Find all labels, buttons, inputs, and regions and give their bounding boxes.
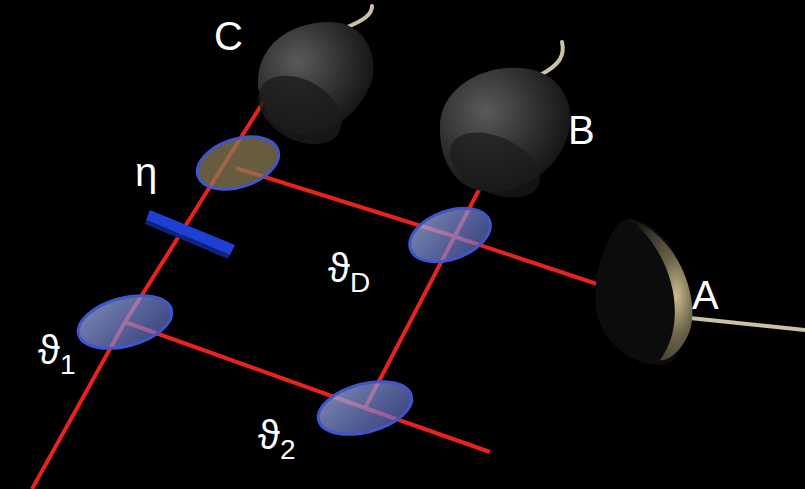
component-label: A bbox=[692, 275, 719, 315]
angle-label: ϑ2 bbox=[258, 415, 295, 464]
angle-label: ϑ1 bbox=[38, 330, 75, 379]
detector-wire bbox=[345, 6, 805, 330]
beam-splitter bbox=[72, 127, 497, 443]
component-label: C bbox=[214, 16, 243, 56]
laser-beam bbox=[32, 88, 600, 489]
component-label: η bbox=[135, 152, 157, 192]
component-label: B bbox=[568, 110, 595, 150]
phase-plate bbox=[145, 210, 235, 259]
angle-label: ϑD bbox=[328, 248, 370, 297]
detector bbox=[595, 218, 692, 365]
detector bbox=[440, 68, 571, 211]
